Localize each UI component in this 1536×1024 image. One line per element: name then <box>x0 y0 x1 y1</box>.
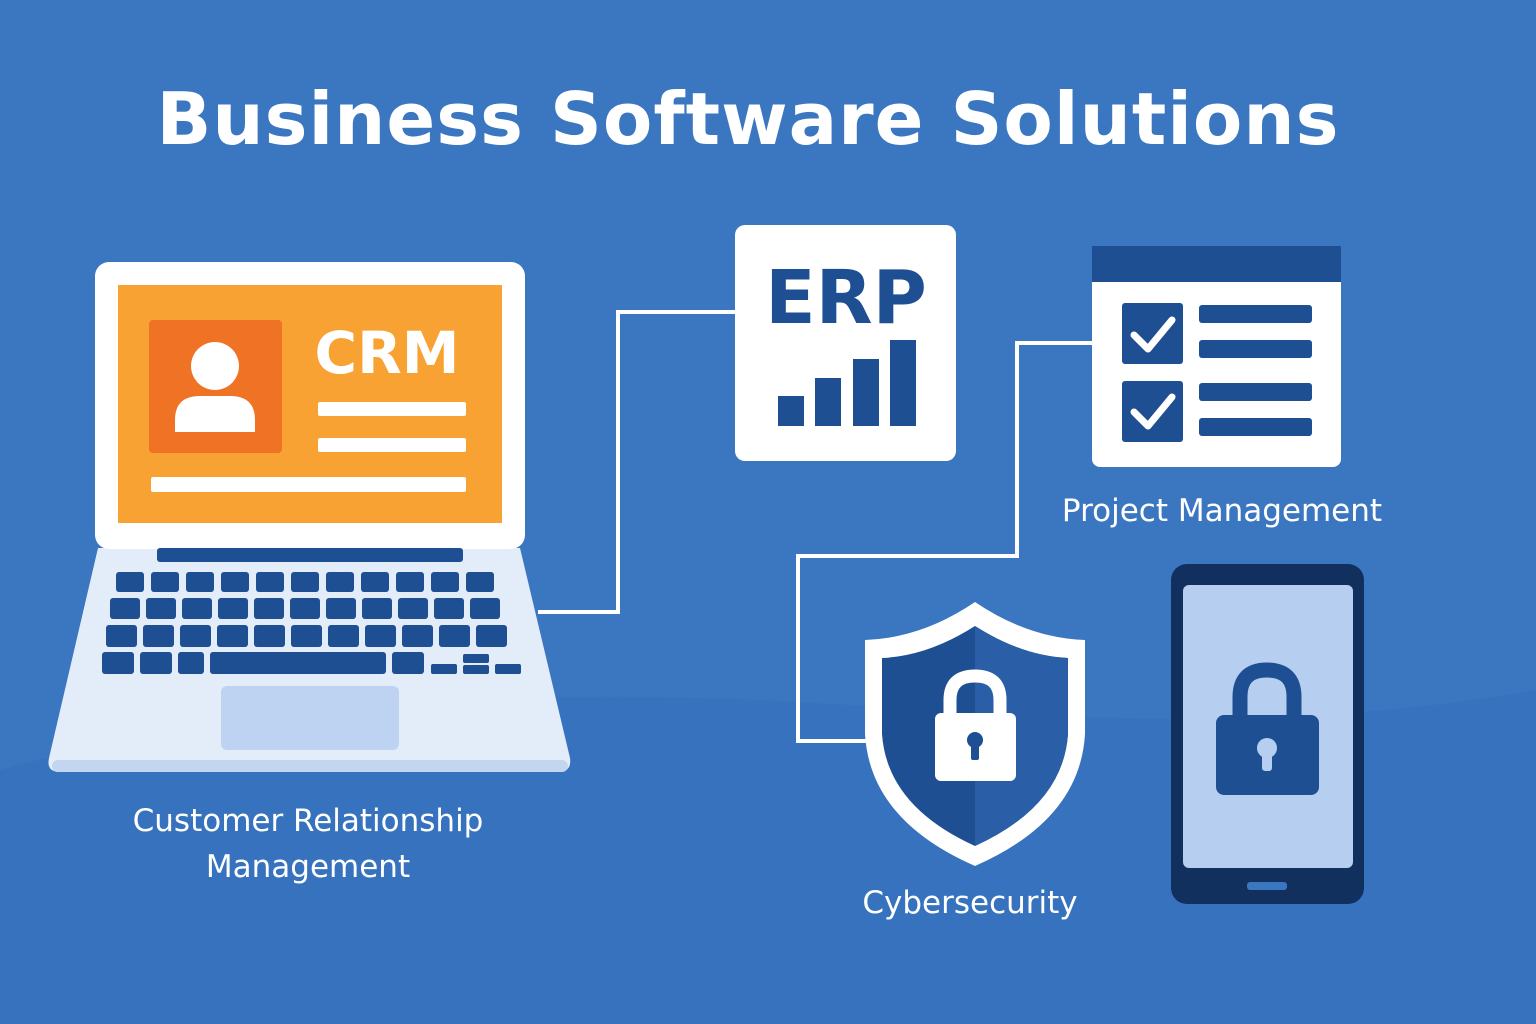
erp-label: ERP <box>765 255 927 341</box>
crm-caption-line1: Customer Relationship <box>132 803 484 839</box>
checkmark-icon <box>1130 393 1176 430</box>
crm-screen-label: CRM <box>315 319 460 387</box>
pm-checkbox <box>1122 303 1183 364</box>
crm-text-line <box>318 438 466 452</box>
pm-task-line <box>1199 418 1312 436</box>
crm-text-line <box>151 477 466 492</box>
laptop-hinge <box>157 548 463 562</box>
laptop-base-edge <box>52 760 568 772</box>
erp-card: ERP <box>735 225 956 461</box>
padlock-icon <box>1216 662 1319 795</box>
bar-chart-icon <box>778 340 916 426</box>
crm-caption: Customer Relationship Management <box>70 798 546 890</box>
smartphone-icon <box>1171 564 1364 904</box>
shield-icon <box>865 602 1085 866</box>
checklist-icon <box>1092 246 1341 467</box>
page-title: Business Software Solutions <box>156 77 1340 161</box>
pm-task-line <box>1199 340 1312 358</box>
user-icon <box>175 342 255 432</box>
project-management-caption: Project Management <box>1061 493 1383 529</box>
pm-task-line <box>1199 305 1312 323</box>
cybersecurity-caption: Cybersecurity <box>862 885 1078 921</box>
connector-crm-erp <box>538 310 736 614</box>
crm-text-line <box>318 402 466 416</box>
laptop-icon: CRM <box>48 262 571 772</box>
pm-window-titlebar <box>1092 246 1341 282</box>
background-wave <box>0 690 1536 1024</box>
laptop-touchpad <box>221 686 399 750</box>
connector-pm-cyber <box>796 341 1092 743</box>
crm-caption-line2: Management <box>205 849 411 885</box>
pm-checkbox <box>1122 381 1183 442</box>
connector-lines <box>538 310 1092 743</box>
pm-task-line <box>1199 383 1312 401</box>
phone-home-button <box>1247 882 1287 890</box>
laptop-keyboard <box>102 572 521 674</box>
padlock-icon <box>935 669 1016 781</box>
checkmark-icon <box>1130 316 1176 353</box>
